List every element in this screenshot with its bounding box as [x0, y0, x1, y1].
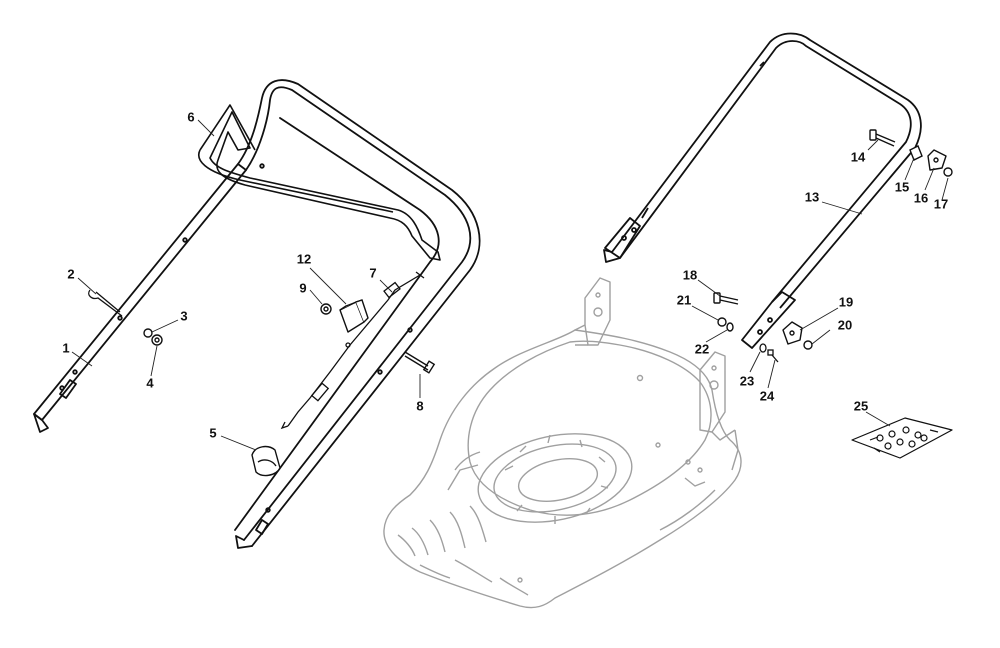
part-18-bolt [713, 292, 739, 305]
mower-deck [383, 277, 742, 609]
callout-14[interactable]: 14 [850, 149, 866, 165]
part-20-nut [803, 340, 813, 350]
callout-9[interactable]: 9 [299, 280, 307, 296]
part-14-bolt [869, 129, 896, 147]
part-7-cable [280, 271, 425, 430]
callout-20[interactable]: 20 [837, 317, 853, 333]
part-5-clip [251, 445, 281, 477]
callout-21[interactable]: 21 [676, 292, 692, 308]
callout-2[interactable]: 2 [67, 266, 75, 282]
callout-6[interactable]: 6 [187, 109, 195, 125]
callout-22[interactable]: 22 [694, 341, 710, 357]
upper-handle [603, 32, 922, 349]
callout-23[interactable]: 23 [739, 373, 755, 389]
callout-7[interactable]: 7 [369, 265, 377, 281]
part-6-bail [198, 104, 441, 261]
callout-8[interactable]: 8 [416, 398, 424, 414]
callout-19[interactable]: 19 [838, 294, 854, 310]
callout-25[interactable]: 25 [853, 398, 869, 414]
part-24-screw [767, 349, 779, 363]
part-23-washer [759, 343, 767, 353]
part-25-kit [851, 417, 953, 459]
part-3-washer [143, 328, 153, 338]
leader-lines [71, 119, 949, 451]
part-15-washer [909, 145, 923, 161]
callout-12[interactable]: 12 [296, 251, 312, 267]
part-12-clip [339, 299, 369, 333]
part-8-bolt [404, 351, 436, 374]
callout-5[interactable]: 5 [209, 425, 217, 441]
lower-handle [33, 79, 481, 549]
callout-18[interactable]: 18 [682, 267, 698, 283]
callout-17[interactable]: 17 [933, 196, 949, 212]
part-22-washer [726, 322, 734, 332]
callout-15[interactable]: 15 [894, 179, 910, 195]
callout-16[interactable]: 16 [913, 190, 929, 206]
callout-3[interactable]: 3 [180, 308, 188, 324]
callout-24[interactable]: 24 [759, 388, 775, 404]
part-17-nut [943, 167, 953, 177]
part-21-nut [717, 317, 727, 327]
part-9-nut [320, 303, 332, 315]
callout-13[interactable]: 13 [804, 189, 820, 205]
part-4-nut [151, 334, 163, 346]
part-16-knob [927, 149, 947, 171]
callout-4[interactable]: 4 [146, 375, 154, 391]
callout-1[interactable]: 1 [62, 340, 70, 356]
part-2-pin [88, 289, 123, 317]
part-19-knob [782, 321, 803, 345]
